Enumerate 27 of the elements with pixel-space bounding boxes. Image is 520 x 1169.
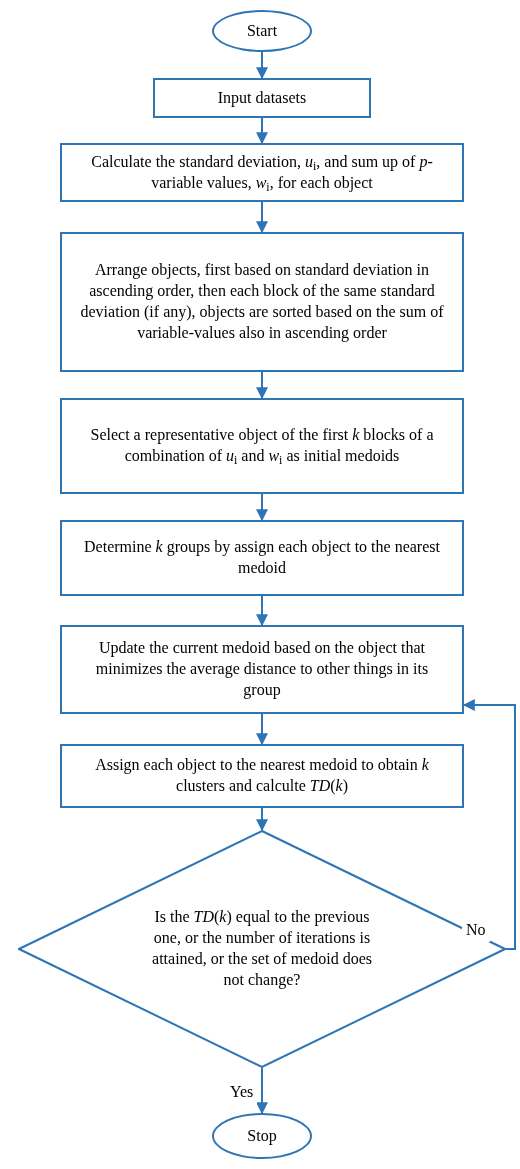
node-text: Is the TD(k) equal to the previous one, or the number of iterations is attained, or the set of medoid does not change? xyxy=(151,907,373,991)
node-text: Arrange objects, first based on standard deviation in ascending order, then each block of the same standard deviation (if any), objects are sorted based on the sum of variable-values also in ascending order xyxy=(79,260,445,344)
arrow xyxy=(256,807,268,832)
node-text: Stop xyxy=(247,1125,277,1147)
arrow xyxy=(256,201,268,234)
arrow xyxy=(256,117,268,145)
process-box xyxy=(60,520,464,596)
process-box xyxy=(60,625,464,714)
process-box xyxy=(60,744,464,808)
arrow xyxy=(256,1067,268,1115)
process-box xyxy=(60,232,464,372)
decision-diamond xyxy=(18,830,506,1068)
arrow xyxy=(256,371,268,400)
node-text: Select a representative object of the first k blocks of a combination of u$_{i}$ and w$_{i}$ as initial medoids xyxy=(89,425,435,467)
node-text: Calculate the standard deviation, u$_{i}$, and sum up of p-variable values, w$_{i}$, for each object xyxy=(90,151,434,194)
node-text: Input datasets xyxy=(217,87,307,109)
process-box xyxy=(153,78,371,118)
node-text: Update the current medoid based on the object that minimizes the average distance to other things in its group xyxy=(94,638,430,701)
node-text: Start xyxy=(246,20,278,41)
node-text: Assign each object to the nearest medoid to obtain k clusters and calculte TD(k) xyxy=(94,755,430,797)
arrow xyxy=(256,595,268,627)
process-box xyxy=(60,143,464,202)
arrow xyxy=(256,51,268,80)
arrow xyxy=(256,713,268,746)
node-text: Determine k groups by assign each object to the nearest medoid xyxy=(83,537,441,578)
arrow xyxy=(256,493,268,522)
process-box xyxy=(60,398,464,494)
